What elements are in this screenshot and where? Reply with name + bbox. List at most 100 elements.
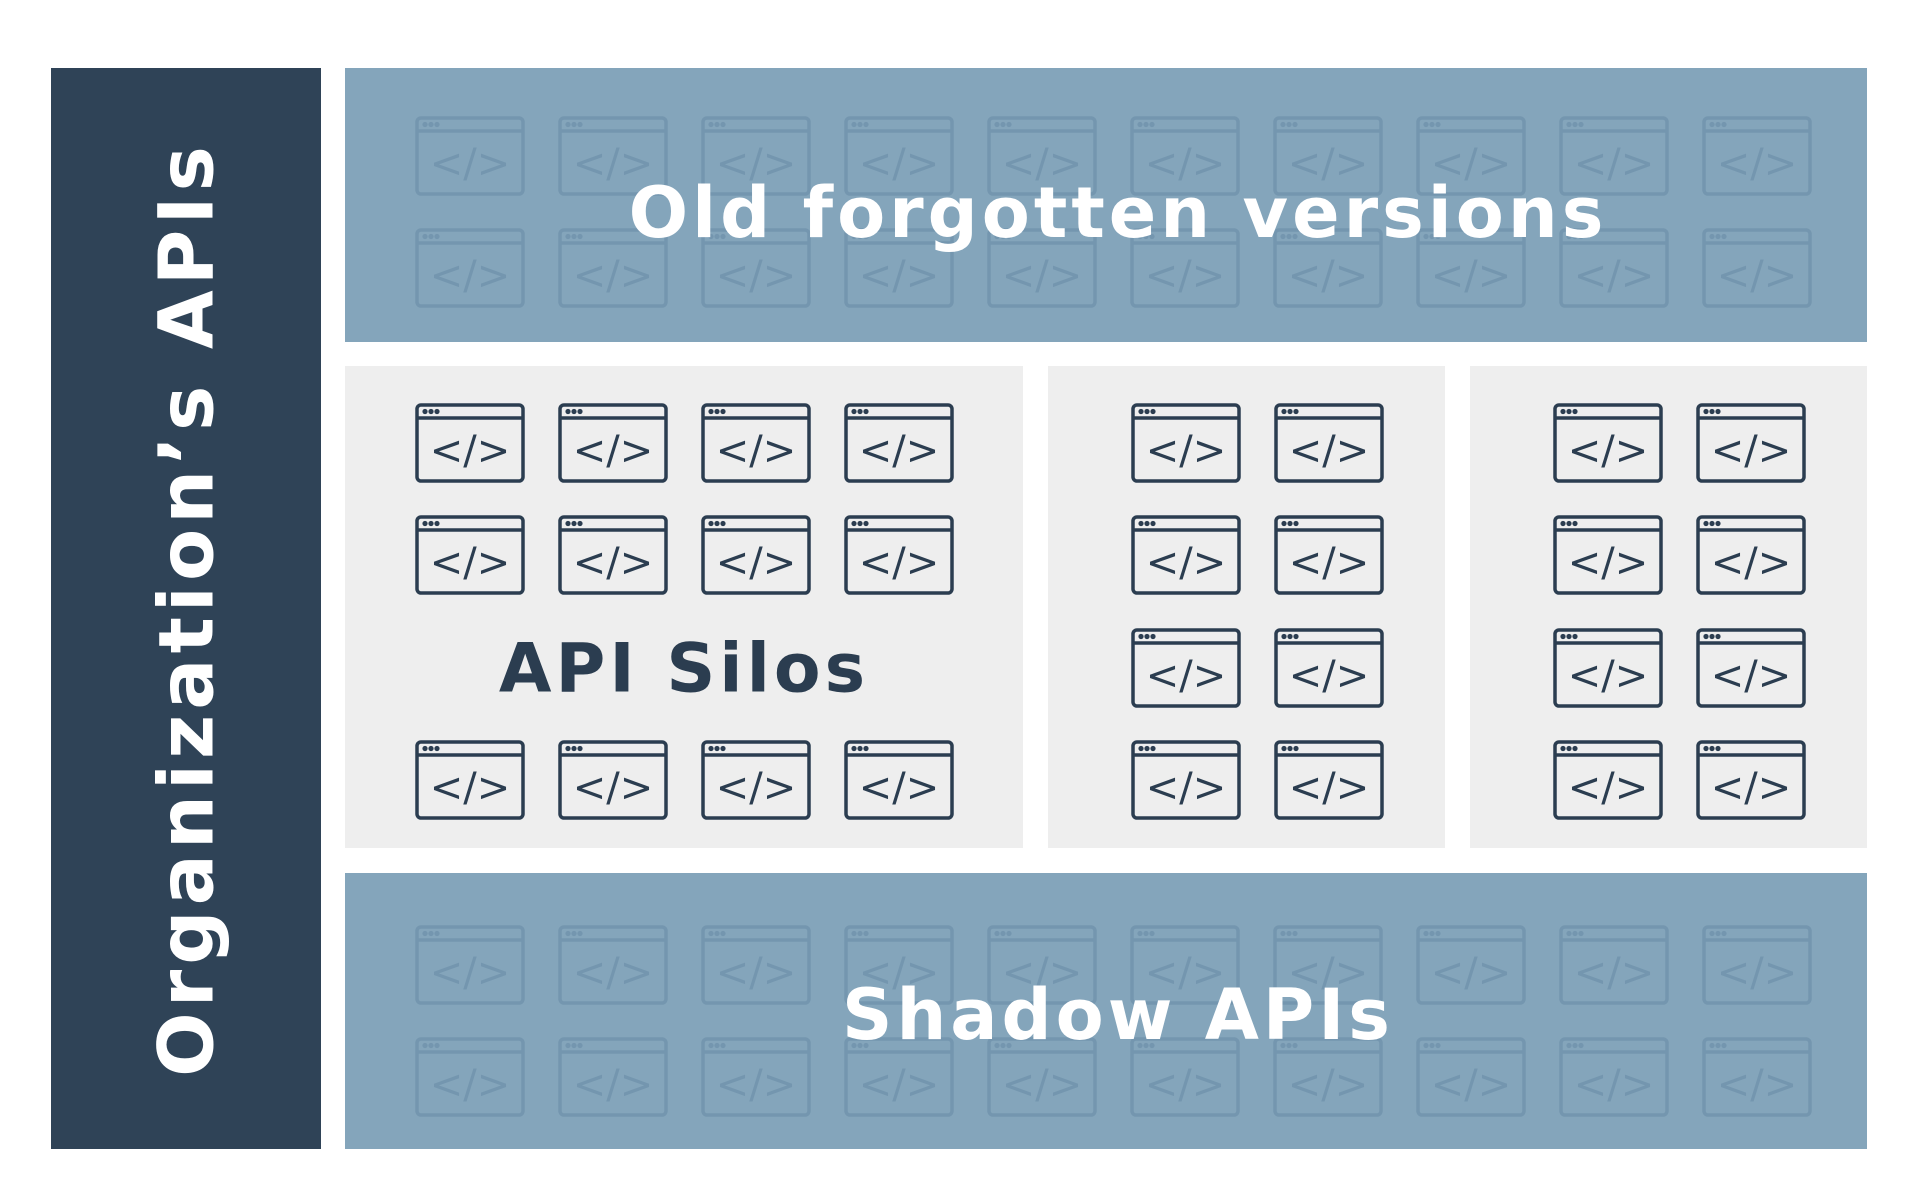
code-window-icon: </> xyxy=(1130,228,1240,308)
svg-text:</>: </> xyxy=(1002,950,1083,996)
code-window-icon: </> xyxy=(1696,740,1806,820)
svg-text:</>: </> xyxy=(1289,540,1370,586)
code-window-icon: </> xyxy=(1553,628,1663,708)
code-window-icon: </> xyxy=(1274,628,1384,708)
code-window-icon: </> xyxy=(1274,740,1384,820)
code-window-icon: </> xyxy=(558,403,668,483)
code-window-icon: </> xyxy=(558,228,668,308)
svg-text:</>: </> xyxy=(430,141,511,187)
code-window-icon: </> xyxy=(844,925,954,1005)
svg-text:</>: </> xyxy=(716,141,797,187)
code-window-icon: </> xyxy=(558,1037,668,1117)
code-window-icon: </> xyxy=(1696,628,1806,708)
svg-text:</>: </> xyxy=(1145,950,1226,996)
svg-text:</>: </> xyxy=(716,540,797,586)
code-window-icon: </> xyxy=(701,1037,811,1117)
svg-text:</>: </> xyxy=(859,141,940,187)
svg-text:</>: </> xyxy=(1431,1062,1512,1108)
code-window-icon: </> xyxy=(1553,403,1663,483)
code-window-icon: </> xyxy=(1273,1037,1383,1117)
code-window-icon: </> xyxy=(1559,228,1669,308)
code-window-icon: </> xyxy=(1130,1037,1240,1117)
svg-text:</>: </> xyxy=(1288,253,1369,299)
old-versions-label: Old forgotten versions xyxy=(628,172,1608,254)
code-window-icon: </> xyxy=(415,403,525,483)
svg-text:</>: </> xyxy=(573,428,654,474)
svg-text:</>: </> xyxy=(1711,653,1792,699)
code-window-icon: </> xyxy=(1416,116,1526,196)
code-window-icon: </> xyxy=(701,515,811,595)
code-window-icon: </> xyxy=(1131,403,1241,483)
api-silo-main: </> </> </> </> </> </> </> </> </> </> </> </> API… xyxy=(345,366,1023,848)
code-window-icon: </> xyxy=(844,228,954,308)
svg-text:</>: </> xyxy=(1145,253,1226,299)
svg-text:</>: </> xyxy=(1146,765,1227,811)
code-window-icon: </> xyxy=(844,740,954,820)
code-window-icon: </> xyxy=(1416,1037,1526,1117)
organizations-apis-panel: Organization’s APIs xyxy=(51,68,321,1149)
svg-text:</>: </> xyxy=(1288,950,1369,996)
code-window-icon: </> xyxy=(987,228,1097,308)
svg-text:</>: </> xyxy=(1711,765,1792,811)
code-window-icon: </> xyxy=(1702,925,1812,1005)
code-window-icon: </> xyxy=(1130,116,1240,196)
svg-text:</>: </> xyxy=(716,765,797,811)
code-window-icon: </> xyxy=(415,515,525,595)
code-window-icon: </> xyxy=(844,116,954,196)
svg-text:</>: </> xyxy=(430,540,511,586)
code-window-icon: </> xyxy=(844,515,954,595)
svg-text:</>: </> xyxy=(1717,253,1798,299)
svg-text:</>: </> xyxy=(1431,141,1512,187)
code-window-icon: </> xyxy=(1553,740,1663,820)
svg-text:</>: </> xyxy=(859,1062,940,1108)
svg-text:</>: </> xyxy=(716,950,797,996)
svg-text:</>: </> xyxy=(430,1062,511,1108)
svg-text:</>: </> xyxy=(430,253,511,299)
code-window-icon: </> xyxy=(844,403,954,483)
svg-text:</>: </> xyxy=(1711,540,1792,586)
svg-text:</>: </> xyxy=(1289,653,1370,699)
svg-text:</>: </> xyxy=(573,540,654,586)
code-window-icon: </> xyxy=(558,116,668,196)
svg-text:</>: </> xyxy=(1431,950,1512,996)
code-window-icon: </> xyxy=(1131,515,1241,595)
code-window-icon: </> xyxy=(1416,228,1526,308)
svg-text:</>: </> xyxy=(859,253,940,299)
code-window-icon: </> xyxy=(987,1037,1097,1117)
svg-text:</>: </> xyxy=(716,428,797,474)
code-window-icon: </> xyxy=(1553,515,1663,595)
svg-text:</>: </> xyxy=(1717,950,1798,996)
shadow-apis-label: Shadow APIs xyxy=(842,974,1394,1056)
svg-text:</>: </> xyxy=(1568,428,1649,474)
code-window-icon: </> xyxy=(1702,228,1812,308)
code-window-icon: </> xyxy=(1273,116,1383,196)
code-window-icon: </> xyxy=(415,116,525,196)
code-window-icon: </> xyxy=(701,116,811,196)
code-window-icon: </> xyxy=(987,925,1097,1005)
svg-text:</>: </> xyxy=(1145,141,1226,187)
svg-text:</>: </> xyxy=(859,428,940,474)
code-window-icon: </> xyxy=(1559,116,1669,196)
code-window-icon: </> xyxy=(1273,925,1383,1005)
svg-text:</>: </> xyxy=(1146,540,1227,586)
svg-text:</>: </> xyxy=(430,428,511,474)
code-window-icon: </> xyxy=(1416,925,1526,1005)
code-window-icon: </> xyxy=(1559,1037,1669,1117)
svg-text:</>: </> xyxy=(1568,765,1649,811)
code-window-icon: </> xyxy=(701,228,811,308)
svg-text:</>: </> xyxy=(1574,950,1655,996)
svg-text:</>: </> xyxy=(573,950,654,996)
code-window-icon: </> xyxy=(1702,1037,1812,1117)
svg-text:</>: </> xyxy=(430,950,511,996)
code-window-icon: </> xyxy=(415,228,525,308)
svg-text:</>: </> xyxy=(430,765,511,811)
svg-text:</>: </> xyxy=(1431,253,1512,299)
svg-text:</>: </> xyxy=(573,141,654,187)
svg-text:</>: </> xyxy=(1289,428,1370,474)
api-silos-label: API Silos xyxy=(498,629,870,709)
api-silo-right: </></></></></></></></> xyxy=(1470,366,1867,848)
code-window-icon: </> xyxy=(844,1037,954,1117)
svg-text:</>: </> xyxy=(859,540,940,586)
svg-text:</>: </> xyxy=(859,765,940,811)
svg-text:</>: </> xyxy=(573,765,654,811)
